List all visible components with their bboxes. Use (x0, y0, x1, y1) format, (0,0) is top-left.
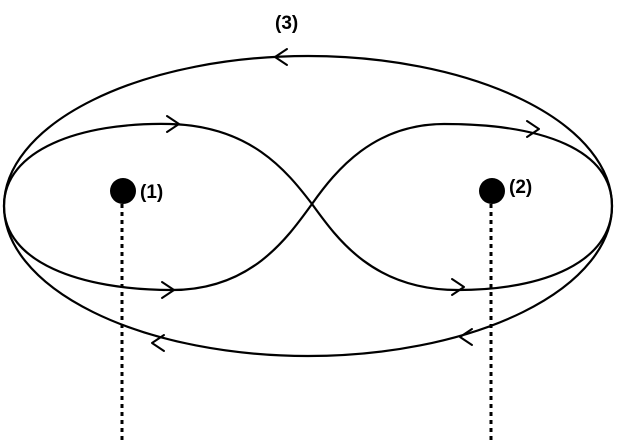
eight-arrow-top-left (166, 115, 180, 133)
charge-right-label: (2) (509, 177, 532, 198)
charge-left-dot (110, 178, 136, 204)
eight-arrow-top-right (526, 120, 540, 138)
outer-loop-arrow-bottom-right (459, 328, 473, 346)
outer-loop-arrow-top (274, 48, 288, 66)
eight-arrow-bottom-right (451, 278, 465, 296)
outer-loop (2, 54, 614, 358)
charge-left-label: (1) (140, 182, 163, 203)
charge-right-dot (479, 178, 505, 204)
eight-arrow-bottom-left (161, 281, 175, 299)
outer-loop-label: (3) (275, 13, 298, 34)
outer-loop-arrow-bottom-left (151, 334, 165, 352)
figure-eight-loop (2, 122, 614, 292)
